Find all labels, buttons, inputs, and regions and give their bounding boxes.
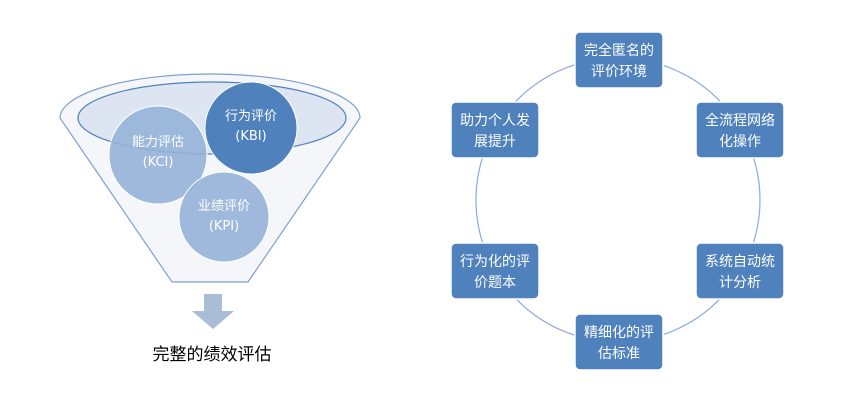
cycle-node-behavioral: 行为化的评 价题本 bbox=[450, 242, 540, 300]
circle-kpi-line2: (KPI) bbox=[209, 219, 239, 234]
node-anonymous-line2: 评价环境 bbox=[591, 64, 647, 80]
node-development-line1: 助力个人发 bbox=[460, 113, 530, 129]
node-auto-stats-line2: 计分析 bbox=[719, 275, 761, 291]
down-arrow-icon bbox=[192, 294, 234, 329]
node-fine-grained-line2: 估标准 bbox=[598, 346, 640, 362]
node-development-line2: 展提升 bbox=[474, 134, 516, 150]
node-fine-grained-line1: 精细化的评 bbox=[584, 325, 654, 341]
funnel-circle-kbi: 行为评价 (KBI) bbox=[204, 81, 298, 175]
node-behavioral-line2: 价题本 bbox=[474, 275, 516, 291]
circle-kci-line1: 能力评估 bbox=[132, 135, 184, 150]
funnel-result-label: 完整的绩效评估 bbox=[153, 345, 272, 365]
node-behavioral-line1: 行为化的评 bbox=[460, 254, 530, 270]
circle-kbi-line1: 行为评价 bbox=[225, 109, 277, 124]
funnel-diagram: 能力评估 (KCI) 业绩评价 (KPI) 行为评价 (KBI) 完整的绩效评估 bbox=[59, 73, 361, 365]
funnel-circle-kpi: 业绩评价 (KPI) bbox=[178, 171, 270, 263]
circle-kci-line2: (KCI) bbox=[143, 155, 174, 170]
cycle-node-anonymous: 完全匿名的 评价环境 bbox=[574, 31, 664, 89]
node-auto-stats-line1: 系统自动统 bbox=[705, 254, 775, 270]
node-anonymous-line1: 完全匿名的 bbox=[584, 42, 654, 59]
cycle-node-online: 全流程网络 化操作 bbox=[695, 101, 785, 159]
circle-kbi-line2: (KBI) bbox=[235, 129, 266, 144]
cycle-diagram: 完全匿名的 评价环境 全流程网络 化操作 系统自动统 计分析 精细化的评 估标准 bbox=[450, 31, 785, 371]
node-online-line1: 全流程网络 bbox=[705, 112, 775, 129]
cycle-node-development: 助力个人发 展提升 bbox=[450, 101, 540, 159]
node-online-line2: 化操作 bbox=[719, 134, 761, 150]
cycle-node-fine-grained: 精细化的评 估标准 bbox=[574, 313, 664, 371]
funnel-circle-kci: 能力评估 (KCI) bbox=[108, 105, 208, 205]
circle-kpi-line1: 业绩评价 bbox=[198, 199, 250, 214]
cycle-node-auto-stats: 系统自动统 计分析 bbox=[695, 242, 785, 300]
